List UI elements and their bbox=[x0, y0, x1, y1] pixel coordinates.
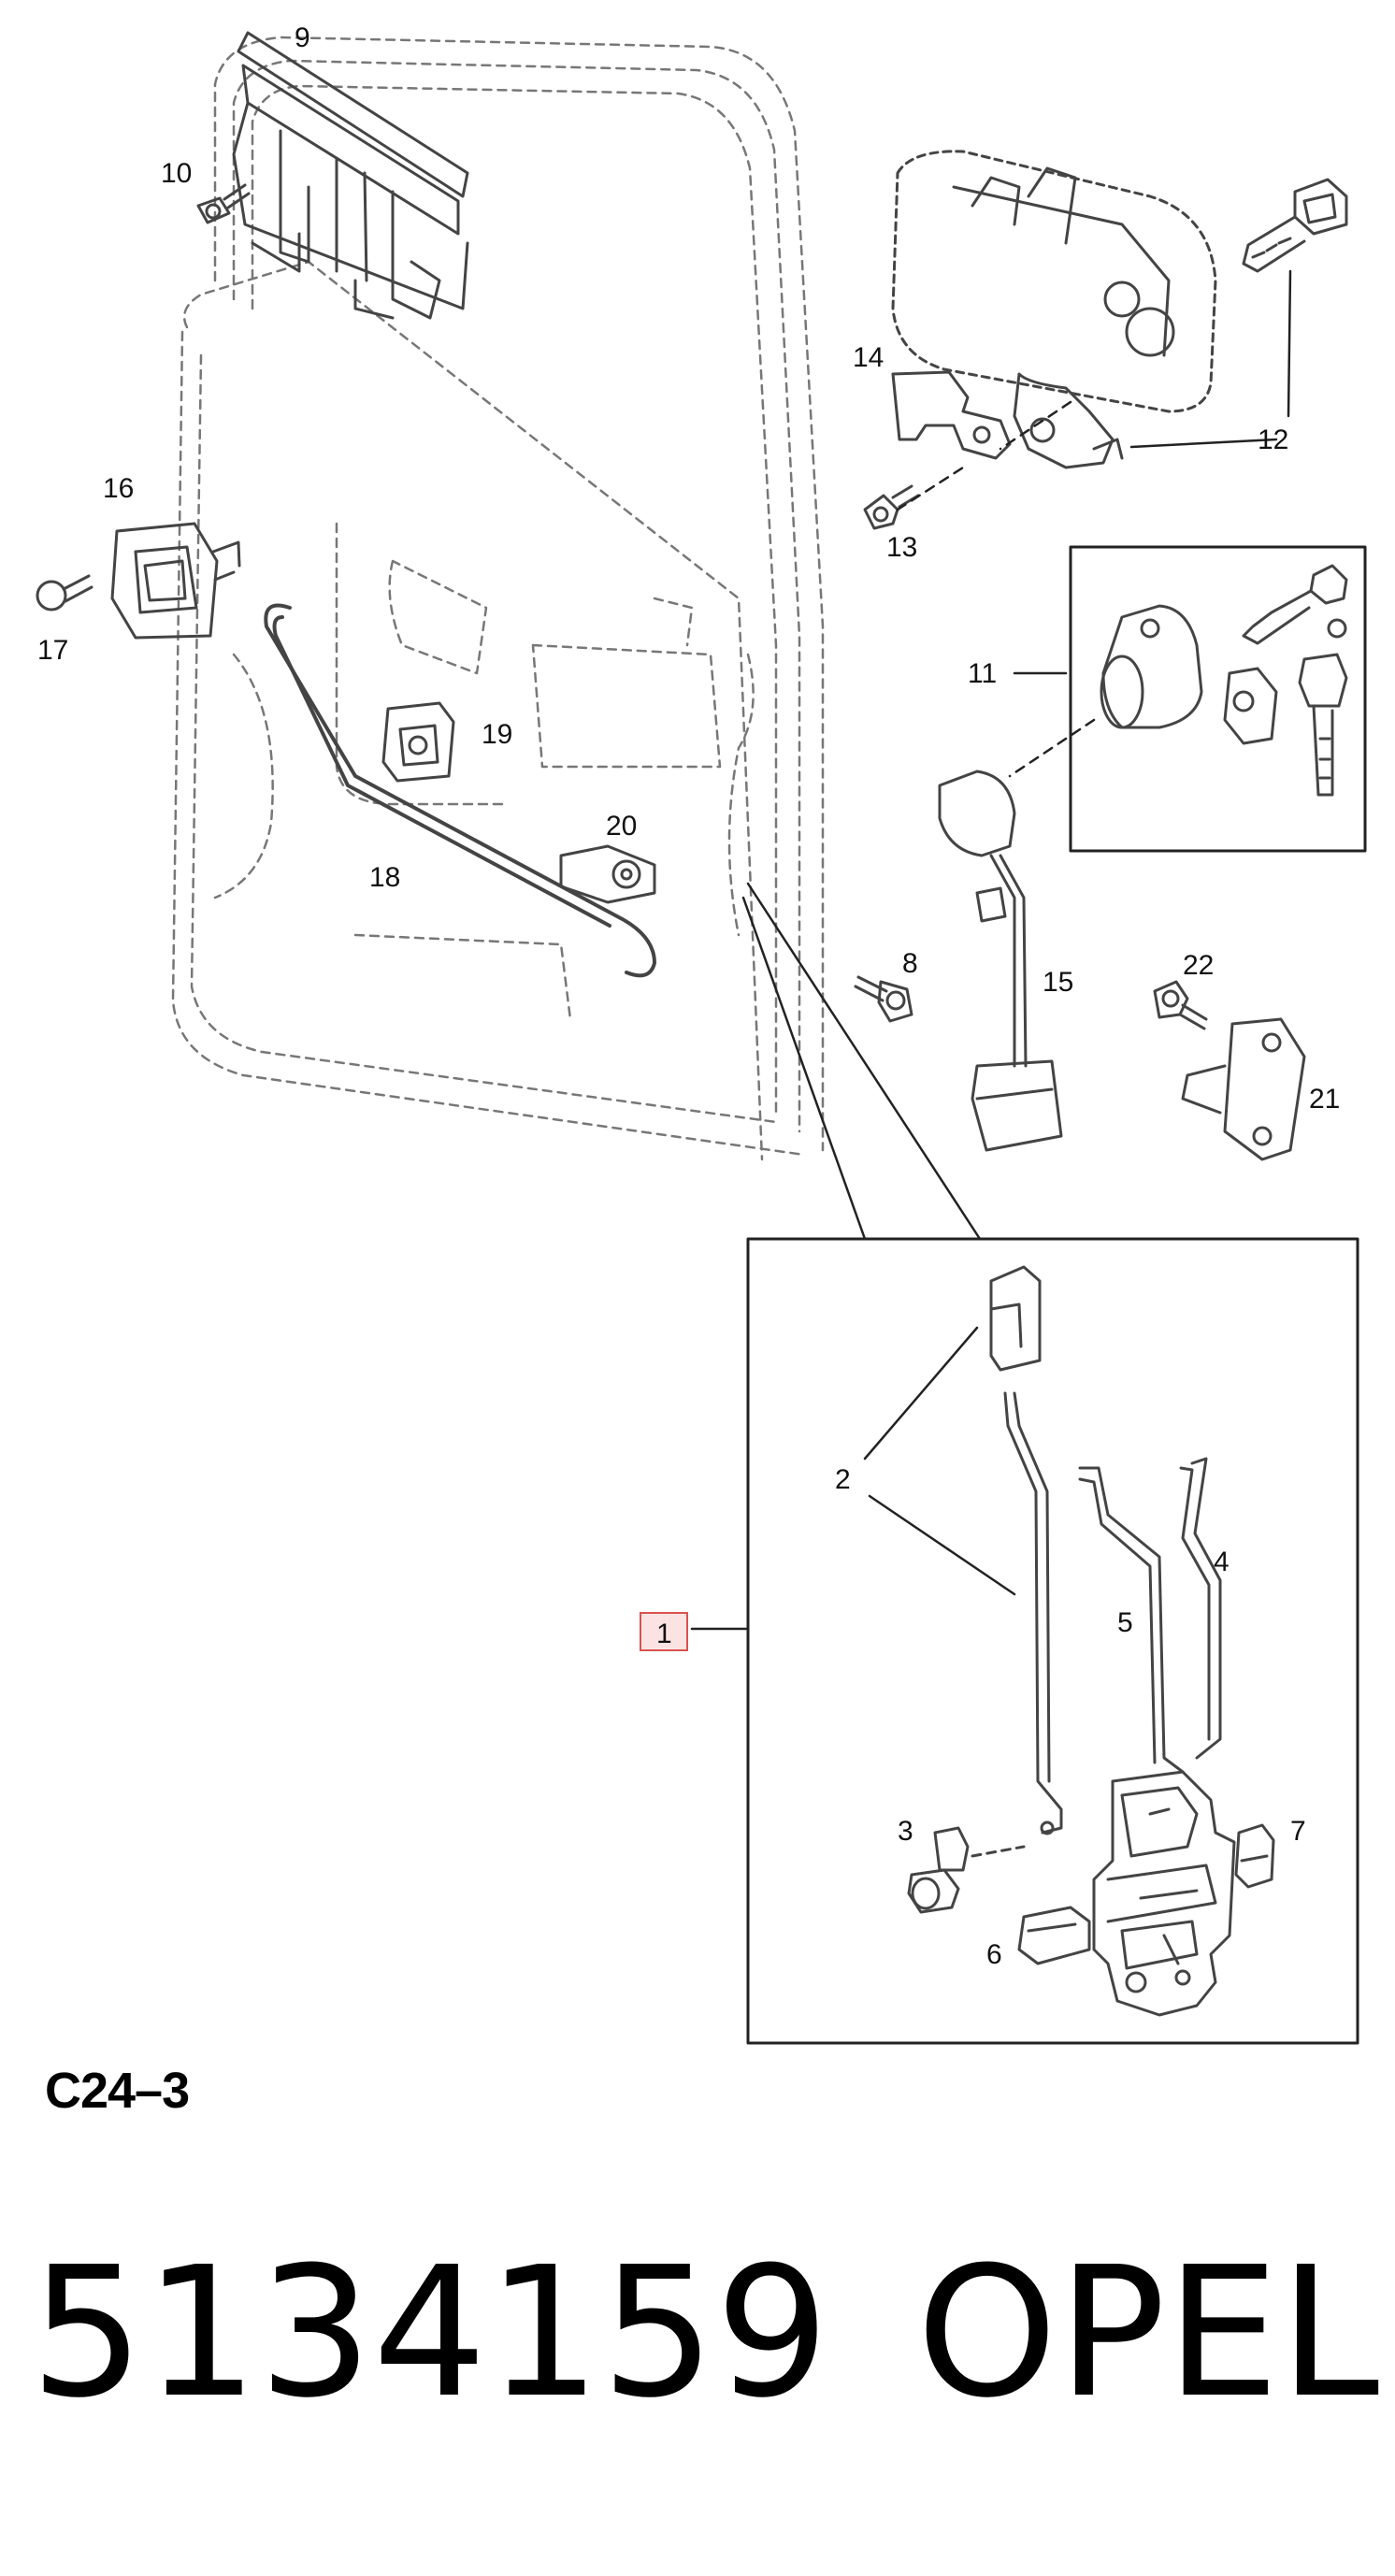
callout-7: 7 bbox=[1290, 1816, 1306, 1847]
callout-20: 20 bbox=[606, 811, 637, 842]
callout-3: 3 bbox=[898, 1816, 913, 1847]
part-1-lock-assembly-detail bbox=[690, 1237, 1359, 2045]
callout-22: 22 bbox=[1183, 950, 1214, 981]
callout-15: 15 bbox=[1043, 967, 1073, 998]
callout-13: 13 bbox=[886, 532, 917, 563]
part-13-bolt bbox=[863, 484, 920, 530]
part-9-window-channel bbox=[232, 31, 469, 320]
part-21-striker bbox=[1181, 1017, 1306, 1161]
callout-2: 2 bbox=[835, 1464, 851, 1495]
callout-9: 9 bbox=[295, 22, 310, 53]
part-20-rod-holder bbox=[559, 844, 656, 904]
brand-name: OPEL bbox=[916, 2229, 1380, 2438]
callout-12: 12 bbox=[1258, 425, 1288, 455]
part-12-outside-handle bbox=[891, 150, 1217, 469]
part-11-lock-cylinder-set bbox=[1069, 545, 1367, 853]
callout-21: 21 bbox=[1309, 1084, 1340, 1115]
part-number: 5134159 bbox=[30, 2229, 830, 2438]
part-19-clip bbox=[381, 701, 455, 783]
part-16-inner-handle-bezel bbox=[110, 522, 241, 640]
section-code: C24–3 bbox=[45, 2063, 190, 2119]
part-8-bolt bbox=[854, 975, 913, 1023]
part-17-screw bbox=[36, 574, 93, 612]
door-frame-outline bbox=[171, 36, 825, 1161]
callout-10: 10 bbox=[161, 158, 192, 189]
callout-11: 11 bbox=[968, 658, 997, 689]
callout-19: 19 bbox=[482, 719, 512, 750]
callout-17: 17 bbox=[37, 635, 68, 666]
callout-8: 8 bbox=[902, 948, 918, 979]
callout-16: 16 bbox=[103, 473, 134, 504]
ignition-key-illustration bbox=[1242, 178, 1348, 273]
callout-6: 6 bbox=[986, 1939, 1002, 1970]
callout-14: 14 bbox=[853, 342, 884, 373]
callout-1-highlight-box bbox=[640, 1612, 688, 1651]
callout-leaders-upper bbox=[741, 269, 1292, 1241]
part-15-lock-rod bbox=[938, 770, 1063, 1152]
part-14-bracket bbox=[891, 370, 1012, 460]
part-10-screw bbox=[196, 183, 251, 224]
callout-1: 1 bbox=[656, 1619, 672, 1649]
callout-18: 18 bbox=[369, 862, 400, 893]
callout-labels: 9 10 14 12 13 16 17 11 19 20 18 15 8 22 … bbox=[37, 22, 1340, 1970]
callout-4: 4 bbox=[1214, 1547, 1230, 1577]
part-18-rod bbox=[264, 603, 656, 978]
part-22-bolt bbox=[1153, 980, 1208, 1030]
callout-5: 5 bbox=[1117, 1607, 1133, 1638]
